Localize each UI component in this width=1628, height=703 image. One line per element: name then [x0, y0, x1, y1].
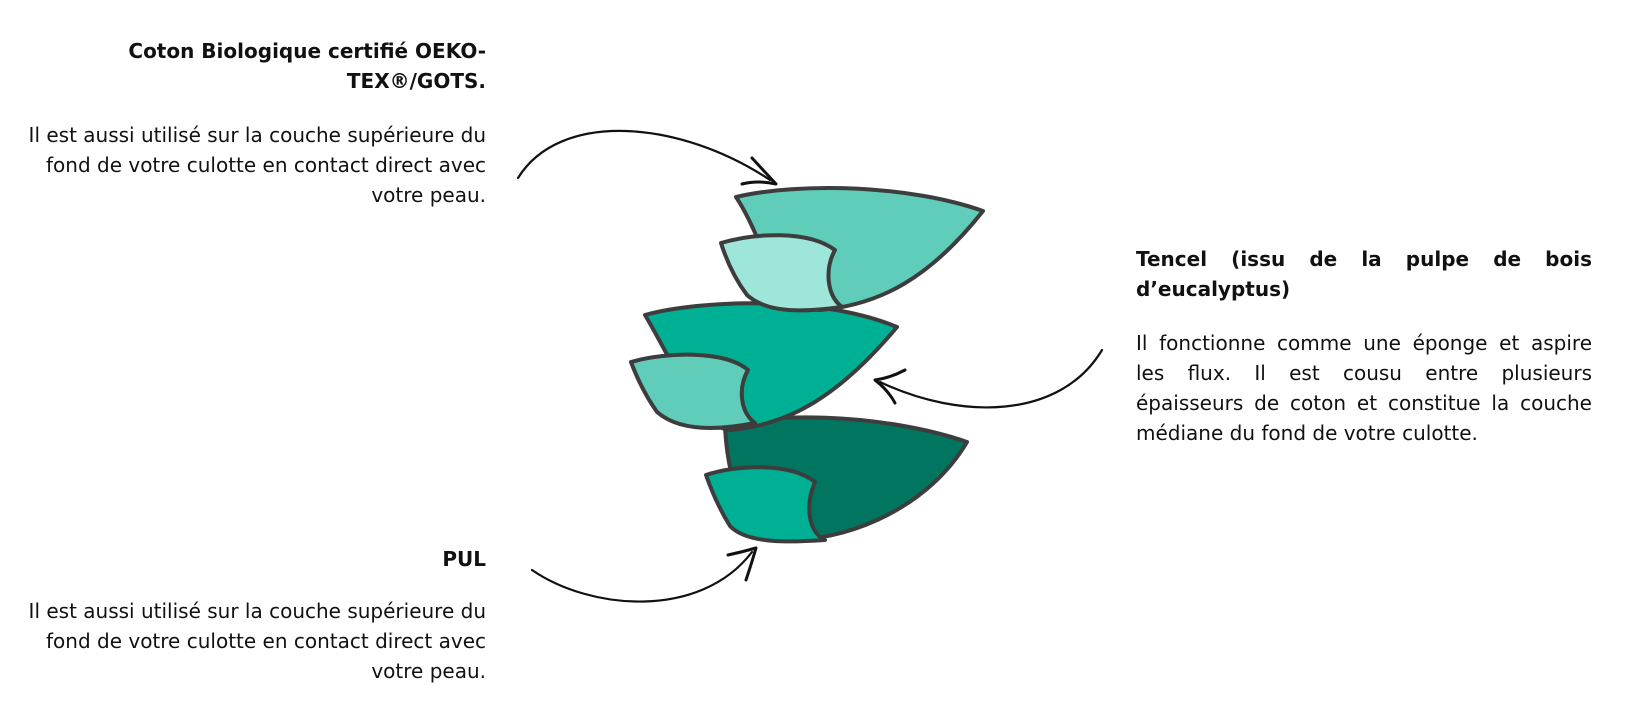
- tencel-block: Tencel (issu de la pulpe de bois d’eucal…: [1136, 244, 1592, 448]
- layer-coton-inner: [719, 233, 844, 313]
- layer-pul-inner: [704, 465, 827, 544]
- pul-title: PUL: [442, 547, 486, 571]
- layer-tencel-inner: [629, 352, 757, 430]
- arrow-pul-head: [726, 546, 758, 582]
- tencel-title: Tencel (issu de la pulpe de bois d’eucal…: [1136, 247, 1592, 301]
- layer-tencel: [629, 301, 899, 432]
- layer-coton: [719, 185, 985, 313]
- layer-pul-outer: [723, 415, 969, 542]
- layer-pul: [704, 415, 969, 544]
- pul-body: Il est aussi utilisé sur la couche supér…: [28, 599, 486, 683]
- layer-tencel-outer: [643, 301, 899, 432]
- coton-title: Coton Biologique certifié OEKO-TEX®/GOTS…: [128, 39, 486, 93]
- layer-coton-outer: [734, 185, 985, 312]
- arrow-pul-curve: [530, 550, 754, 603]
- arrow-coton-curve: [516, 129, 772, 182]
- arrow-coton-head: [740, 156, 778, 186]
- arrow-coton: [516, 129, 778, 186]
- coton-block: Coton Biologique certifié OEKO-TEX®/GOTS…: [24, 36, 486, 210]
- arrow-tencel-head: [873, 368, 907, 405]
- pul-block: PUL Il est aussi utilisé sur la couche s…: [24, 544, 486, 686]
- arrow-tencel-curve: [878, 348, 1104, 409]
- arrow-tencel: [873, 348, 1104, 409]
- coton-body: Il est aussi utilisé sur la couche supér…: [28, 123, 486, 207]
- arrow-pul: [530, 546, 758, 603]
- tencel-body: Il fonctionne comme une éponge et aspire…: [1136, 331, 1592, 445]
